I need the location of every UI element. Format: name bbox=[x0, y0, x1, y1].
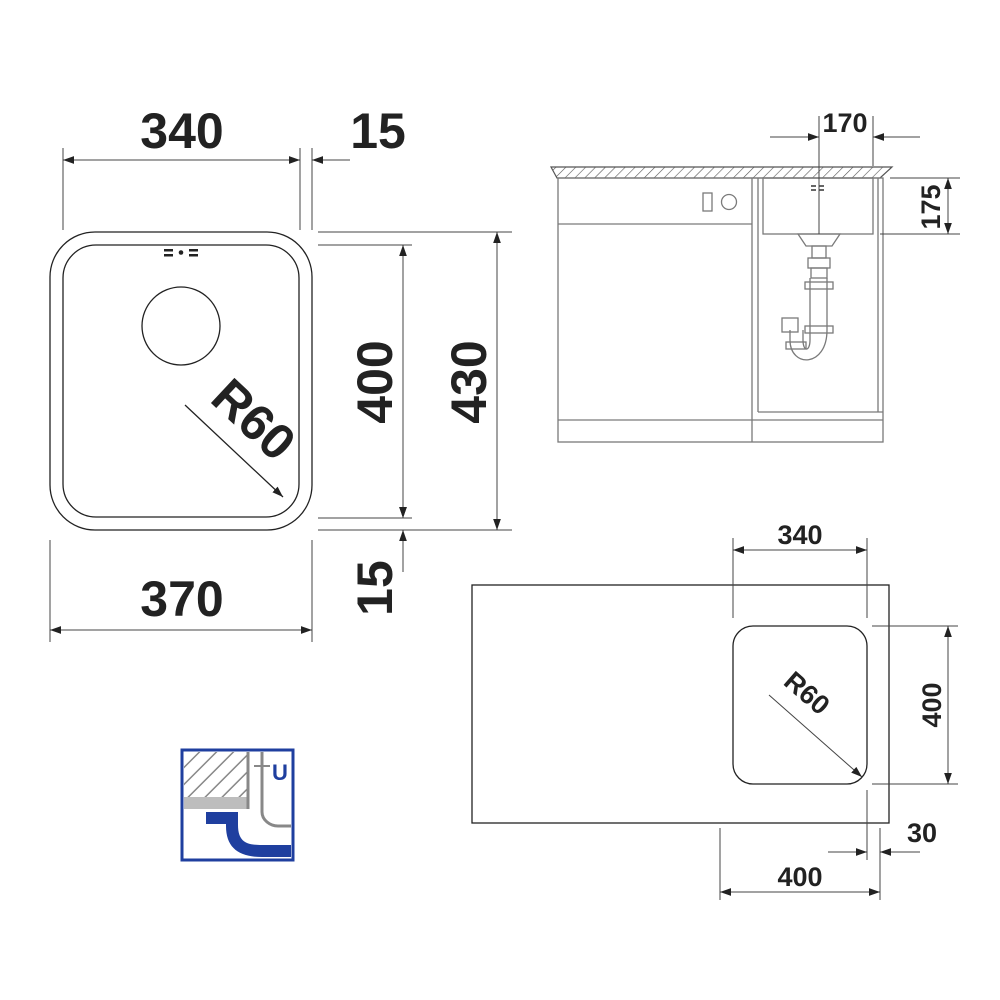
knob-icon bbox=[720, 193, 738, 211]
drain-trap bbox=[781, 233, 842, 361]
countertop-bowl-height-label: 400 bbox=[917, 682, 947, 727]
cabinet-elevation-view: 170 175 bbox=[549, 108, 960, 443]
inner-height-label: 400 bbox=[347, 340, 403, 423]
elevation-bowl-depth-label: 175 bbox=[916, 184, 946, 229]
sink-bowl-section bbox=[762, 177, 874, 235]
countertop-sink-bowl bbox=[732, 625, 868, 785]
elevation-bowl-width-label: 170 bbox=[822, 108, 867, 138]
countertop-plan-view: R60 340 400 30 400 bbox=[471, 520, 958, 900]
top-width-label: 340 bbox=[140, 103, 223, 159]
sink-inner-bowl bbox=[62, 244, 300, 518]
countertop-radius-leader bbox=[768, 694, 863, 778]
edge-offset-label: 30 bbox=[907, 818, 937, 848]
drain-hole bbox=[141, 286, 221, 366]
radius-leader bbox=[184, 404, 284, 498]
cabinet-width-label: 400 bbox=[777, 862, 822, 892]
rim-offset-label: 15 bbox=[350, 103, 406, 159]
corner-radius-label: R60 bbox=[201, 368, 306, 472]
countertop-radius-label: R60 bbox=[778, 666, 835, 721]
countertop-outline bbox=[471, 584, 890, 824]
cabinet-body bbox=[557, 177, 884, 443]
outer-width-label: 370 bbox=[140, 571, 223, 627]
sink-plan-view: R60 340 15 400 430 15 370 bbox=[49, 103, 512, 642]
undermount-badge-icon: U bbox=[180, 748, 295, 862]
mount-type-letter: U bbox=[272, 760, 288, 785]
outer-height-label: 430 bbox=[441, 340, 497, 423]
bottom-rim-label: 15 bbox=[347, 560, 403, 616]
control-panel-icon bbox=[702, 192, 713, 212]
countertop-bowl-width-label: 340 bbox=[777, 520, 822, 550]
sink-outer-rim bbox=[49, 231, 313, 531]
overflow-slot-icon bbox=[164, 249, 198, 257]
worktop bbox=[549, 166, 894, 179]
